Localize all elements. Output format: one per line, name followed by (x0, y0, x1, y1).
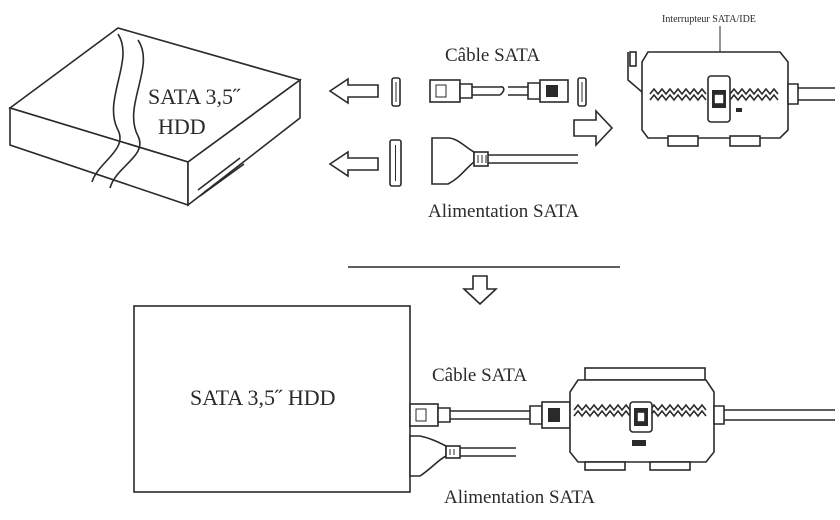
arrow-left-power-icon (328, 150, 379, 178)
hdd-label-top-line2: HDD (158, 114, 206, 139)
sata-cable-label-top: Câble SATA (445, 45, 540, 66)
arrow-down-icon (461, 275, 499, 306)
sata-power-label-bottom: Alimentation SATA (444, 487, 595, 508)
arrow-right-icon (573, 108, 614, 148)
adapter-unit-bottom (569, 367, 835, 471)
hdd-label-top-line1: SATA 3,5˝ (148, 84, 241, 109)
hdd-label-bottom: SATA 3,5˝ HDD (190, 385, 336, 410)
switch-label: Interrupteur SATA/IDE (662, 14, 756, 25)
hdd-3-5-drive (8, 27, 302, 207)
sata-data-cable (429, 77, 587, 107)
sata-power-cable (431, 137, 578, 185)
sata-power-label-top: Alimentation SATA (428, 201, 579, 222)
sata-power-cable-connected (409, 435, 516, 477)
sata-cable-label-bottom: Câble SATA (432, 365, 527, 386)
hdd-3-5-drive-bottom (133, 305, 411, 493)
sata-data-cable-connected (409, 401, 571, 429)
adapter-unit-top (627, 51, 835, 147)
arrow-left-data-icon (328, 77, 379, 105)
